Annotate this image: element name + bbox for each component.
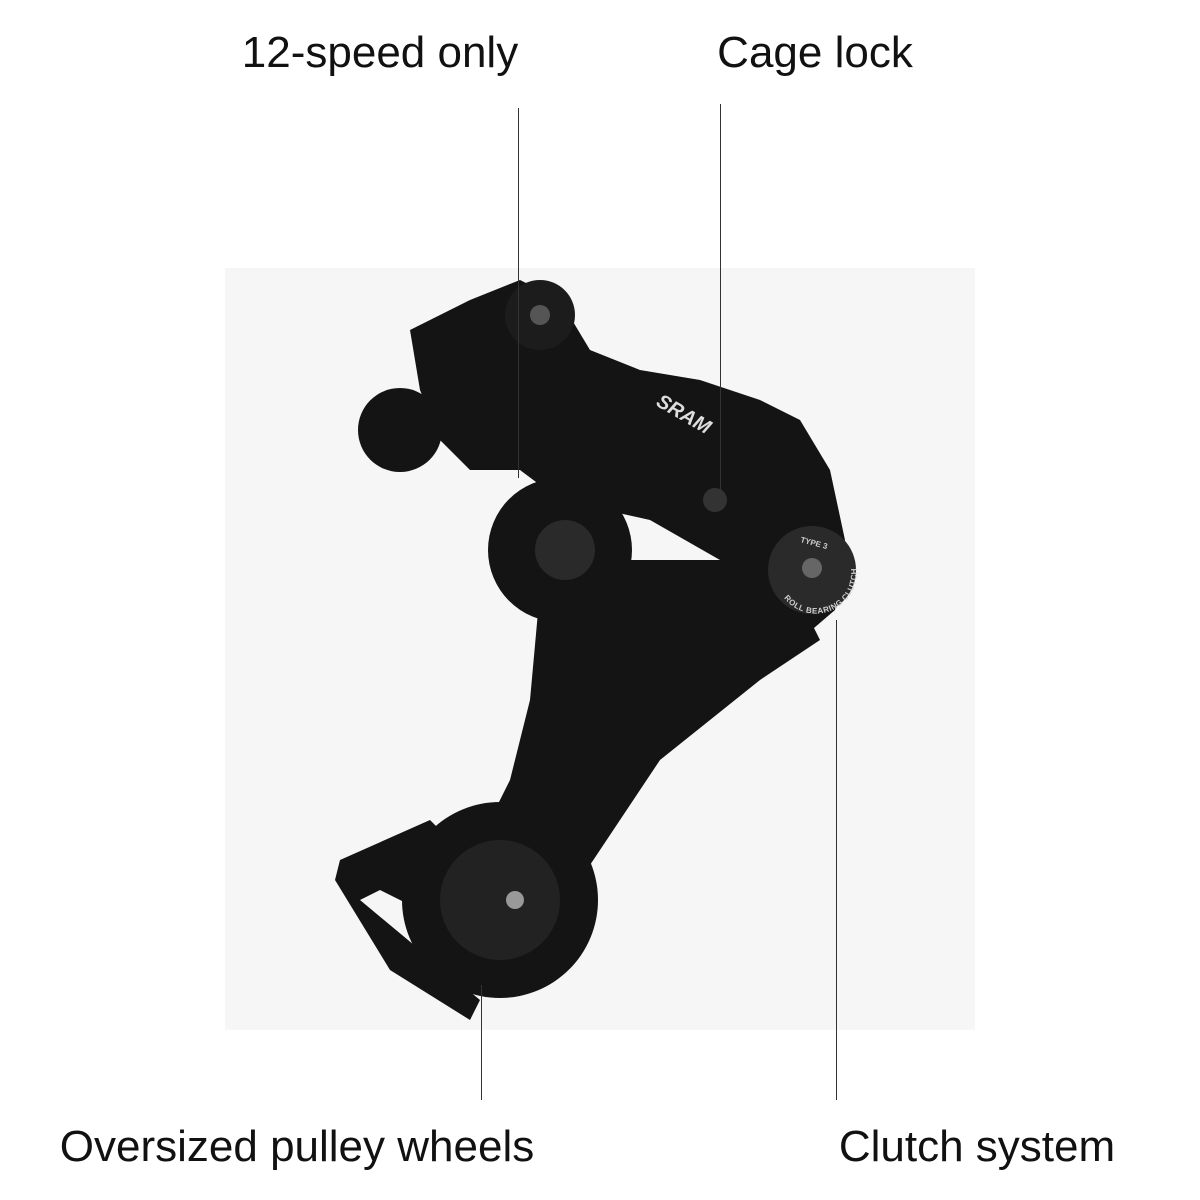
callout-cage-lock: Cage lock: [717, 28, 913, 77]
callout-clutch-system: Clutch system: [838, 1122, 1116, 1171]
callout-line-clutch: [836, 620, 837, 1100]
b-knuckle: [358, 388, 442, 472]
callout-12-speed-only: 12-speed only: [241, 28, 519, 77]
cage-lock-button: [703, 488, 727, 512]
callout-line-cage-lock: [720, 104, 721, 504]
callout-line-12-speed: [518, 108, 519, 478]
callout-line-pulley: [481, 985, 482, 1100]
callout-oversized-pulley-wheels: Oversized pulley wheels: [59, 1122, 535, 1171]
